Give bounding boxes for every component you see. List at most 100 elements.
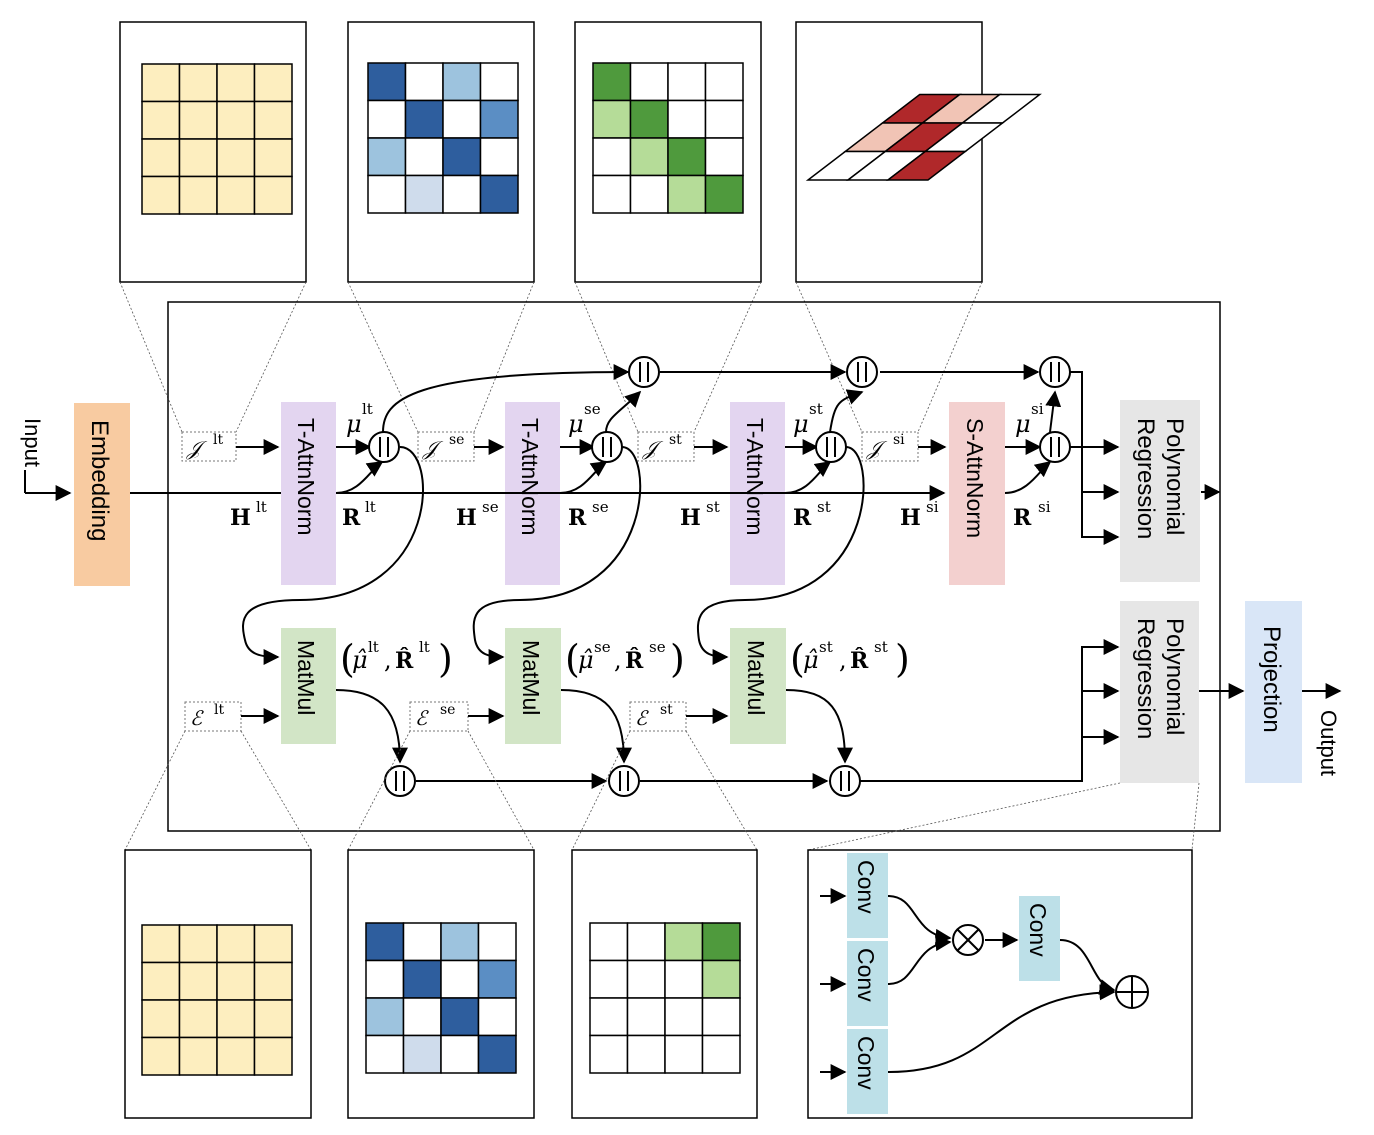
svg-text:μ: μ <box>793 410 809 438</box>
h-label-lt: H lt <box>230 498 267 531</box>
top-panel-lt <box>119 21 307 283</box>
grid-cell <box>701 959 741 999</box>
svg-text:(: ( <box>790 637 805 681</box>
grid-cell <box>442 174 482 214</box>
grid-cell <box>141 999 181 1039</box>
grid-cell <box>216 961 256 1001</box>
svg-text:S-AttnNorm: S-AttnNorm <box>962 418 988 538</box>
grid-cell <box>592 137 632 177</box>
r-label-se: R se <box>568 498 609 531</box>
concat-node-lt <box>368 431 400 463</box>
grid-cell <box>141 1036 181 1076</box>
concat-node-bottom-1 <box>384 765 416 797</box>
grid-cell <box>404 137 444 177</box>
svg-text:se: se <box>584 400 601 418</box>
grid-cell <box>253 138 293 178</box>
grid-cell <box>626 959 666 999</box>
top-panel-si <box>795 21 1042 283</box>
grid-cell <box>592 62 632 102</box>
svg-text:(: ( <box>565 637 580 681</box>
bottom-panel-st <box>571 849 758 1119</box>
grid-cell <box>402 959 442 999</box>
mask-e-lt: ℰ lt <box>184 701 242 732</box>
grid-cell <box>178 999 218 1039</box>
grid-cell <box>216 1036 256 1076</box>
svg-text:H: H <box>456 505 477 531</box>
svg-text:H: H <box>230 505 251 531</box>
grid-cell <box>664 1034 704 1074</box>
grid-cell <box>667 99 707 139</box>
grid-cell <box>141 961 181 1001</box>
attention-grid-se-bottom <box>365 922 517 1074</box>
grid-cell <box>442 137 482 177</box>
grid-cell <box>442 99 482 139</box>
zoom-lines-bottom <box>124 730 1200 851</box>
conv-panel: Conv Conv Conv Conv <box>807 849 1193 1119</box>
grid-cell <box>477 1034 517 1074</box>
grid-cell <box>253 1036 293 1076</box>
grid-cell <box>402 997 442 1037</box>
svg-text:Projection: Projection <box>1258 626 1285 733</box>
concat-node-bottom-3 <box>829 765 861 797</box>
conv-block-3: Conv <box>847 1029 888 1114</box>
grid-cell <box>629 62 669 102</box>
concat-node-st <box>815 431 847 463</box>
mask-e-se: ℰ se <box>409 701 469 732</box>
svg-text:Polynomial: Polynomial <box>1161 618 1188 735</box>
svg-text:lt: lt <box>365 498 376 516</box>
grid-cell <box>701 1034 741 1074</box>
svg-text:Conv: Conv <box>853 948 879 1002</box>
add-node <box>1115 975 1149 1009</box>
conv-block-2: Conv <box>847 941 888 1026</box>
grid-cell <box>178 100 218 140</box>
grid-cell <box>178 175 218 215</box>
mu-label-si: μ si <box>1015 400 1044 438</box>
mu-label-lt: μ lt <box>346 400 373 438</box>
concat-node-top-3 <box>1039 356 1071 388</box>
svg-text:,: , <box>614 646 622 674</box>
r-label-st: R st <box>793 498 831 531</box>
grid-cell <box>589 959 629 999</box>
t-attnnorm-lt: T-AttnNorm <box>281 402 336 585</box>
grid-cell <box>178 924 218 964</box>
svg-text:Conv: Conv <box>1025 903 1051 957</box>
grid-cell <box>216 924 256 964</box>
attention-grid-lt-top <box>141 63 293 215</box>
grid-cell <box>442 62 482 102</box>
grid-cell <box>404 174 444 214</box>
grid-cell <box>477 997 517 1037</box>
grid-cell <box>589 1034 629 1074</box>
svg-text:st: st <box>669 432 682 448</box>
svg-text:T-AttnNorm: T-AttnNorm <box>742 418 768 536</box>
svg-text:st: st <box>817 498 831 516</box>
svg-text:,: , <box>384 646 392 674</box>
svg-text:si: si <box>1031 400 1044 418</box>
grid-cell <box>367 99 407 139</box>
grid-cell <box>479 62 519 102</box>
concat-node-si <box>1039 431 1071 463</box>
grid-cell <box>253 175 293 215</box>
svg-text:si: si <box>893 432 905 448</box>
grid-cell <box>216 63 256 103</box>
grid-cell <box>667 62 707 102</box>
grid-cell <box>367 62 407 102</box>
bottom-panel-se <box>347 849 535 1119</box>
grid-cell <box>592 174 632 214</box>
svg-text:R: R <box>793 505 812 531</box>
svg-text:): ) <box>438 637 453 681</box>
svg-text:Regression: Regression <box>1132 618 1159 739</box>
poly-regression-top: Polynomial Regression <box>1120 400 1200 582</box>
svg-text:MatMul: MatMul <box>293 640 319 715</box>
matmul-se: MatMul <box>505 628 561 744</box>
grid-cell <box>626 1034 666 1074</box>
svg-text:): ) <box>895 637 910 681</box>
matmul-feed-paths <box>242 446 865 665</box>
bottom-concat-paths <box>335 639 1342 789</box>
grid-cell <box>253 924 293 964</box>
grid-cell <box>141 138 181 178</box>
grid-cell <box>589 997 629 1037</box>
svg-text:T-AttnNorm: T-AttnNorm <box>517 418 543 536</box>
attention-grid-st-top <box>592 62 744 214</box>
svg-text:H: H <box>900 505 921 531</box>
matmul-st: MatMul <box>730 628 786 744</box>
